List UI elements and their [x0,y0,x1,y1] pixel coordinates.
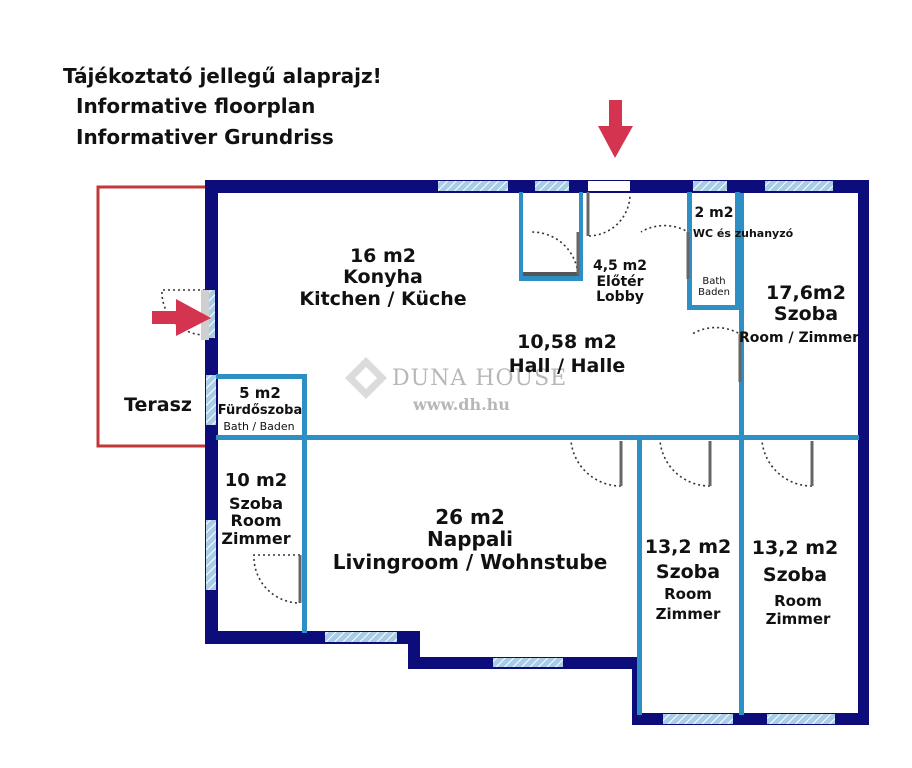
window-top-3 [693,181,727,191]
room-s1-name-de: Zimmer [655,604,721,623]
wall-v-east-room [739,193,744,440]
lobby-area: 4,5 m2 [592,258,648,274]
lobby-name-en: Lobby [596,289,644,306]
wall-wc-east [735,192,740,310]
header-line-1: Tájékoztató jellegű alaprajz! [63,64,382,88]
room-s2-sub: Room Zimmer [766,592,831,628]
room-s2-label: 13,2 m2 Szoba [752,535,839,588]
window-top-4 [765,181,833,191]
entrance-arrow [598,100,633,158]
door-entrance [587,192,631,237]
wall-right [858,180,869,725]
wall-v-s1-west [637,435,642,715]
windows [205,181,835,724]
wc-bath-label: Bath Baden [698,276,730,298]
kitchen-label: 16 m2 Konyha Kitchen / Küche [299,245,467,310]
door-wc [640,224,689,279]
wall-closet-bottom [519,276,583,281]
window-left-1 [206,375,216,425]
room-s2-name: Szoba [762,563,828,586]
lobby-label: 4,5 m2 Előtér Lobby [592,258,648,306]
lobby-name: Előtér [596,273,644,290]
watermark-url: www.dh.hu [413,395,510,414]
room-w-name-en: Room [230,511,282,531]
door-room-s1 [659,440,711,487]
living-name: Nappali [426,527,514,552]
window-top-1 [438,181,508,191]
duna-house-logo [345,357,387,399]
room-w-name: Szoba [228,493,284,513]
wc-area: 2 m2 [694,205,734,221]
bath-w-name: Fürdőszoba [217,402,303,418]
wall-h-middle [216,435,859,440]
kitchen-area: 16 m2 [349,245,417,267]
room-w-name-de: Zimmer [221,528,291,548]
hall-area: 10,58 m2 [517,331,617,353]
window-bottom-1 [325,632,397,642]
room-s1-area: 13,2 m2 [644,536,732,558]
room-s2-name-en: Room [774,592,822,610]
window-bottom-3 [663,714,733,724]
header-line-2: Informative floorplan [76,94,316,118]
terrace-outline [96,185,205,448]
door-room-w [253,554,301,604]
watermark-brand: DUNA HOUSE [392,366,568,391]
room-s2-name-de: Zimmer [765,610,831,628]
kitchen-name-en-de: Kitchen / Küche [299,287,467,310]
bath-w-area: 5 m2 [239,384,281,402]
window-bottom-2 [493,658,563,667]
kitchen-name: Konyha [343,266,423,289]
living-label: 26 m2 Nappali Livingroom / Wohnstube [332,505,608,574]
terrace-arrow [152,299,211,336]
bath-w-label: 5 m2 Fürdőszoba [218,384,302,419]
door-closet [531,231,579,276]
wall-v-bath-east [302,375,307,633]
window-bottom-4 [767,714,835,724]
window-terrace-door [205,290,215,338]
hall-label: 10,58 m2 Hall / Halle [509,331,626,379]
room-s1-sub: Room Zimmer [656,585,721,624]
wall-h-bath-top [216,374,307,379]
window-top-2 [535,181,569,191]
window-left-2 [206,520,216,590]
living-area: 26 m2 [435,505,505,529]
room-ne-area: 17,6m2 [766,282,846,304]
room-ne-label: 17,6m2 Szoba [766,282,846,326]
hall-name: Hall / Halle [508,354,626,377]
door-room-s2 [761,440,813,487]
door-living [570,440,622,487]
room-w-area: 10 m2 [224,470,288,491]
entrance-gap [588,181,630,191]
room-ne-name-en-de: Room / Zimmer [739,330,859,346]
closet-shade [523,272,579,276]
wall-closet-left [519,192,523,280]
wall-wc-bottom [687,305,744,310]
wall-v-s2-west [739,435,744,715]
bath-w-name-en-de: Bath / Baden [223,420,295,433]
wall-closet-right [579,192,583,280]
wc-bath-de: Baden [698,287,730,298]
terrace-name: Terasz [124,394,192,416]
header-line-3: Informativer Grundriss [76,125,334,149]
room-s1-label: 13,2 m2 Szoba [645,535,732,584]
living-name-en-de: Livingroom / Wohnstube [332,549,608,574]
door-leaves [298,192,814,603]
room-s1-name: Szoba [655,560,721,583]
room-s2-area: 13,2 m2 [751,537,839,559]
wc-name: WC és zuhanyzó [692,227,794,240]
room-s1-name-en: Room [664,585,712,603]
door-room-ne [691,326,741,382]
room-ne-name: Szoba [773,303,839,326]
wc-bath-en: Bath [702,276,726,287]
room-w-label: 10 m2 Szoba Room Zimmer [221,471,290,548]
